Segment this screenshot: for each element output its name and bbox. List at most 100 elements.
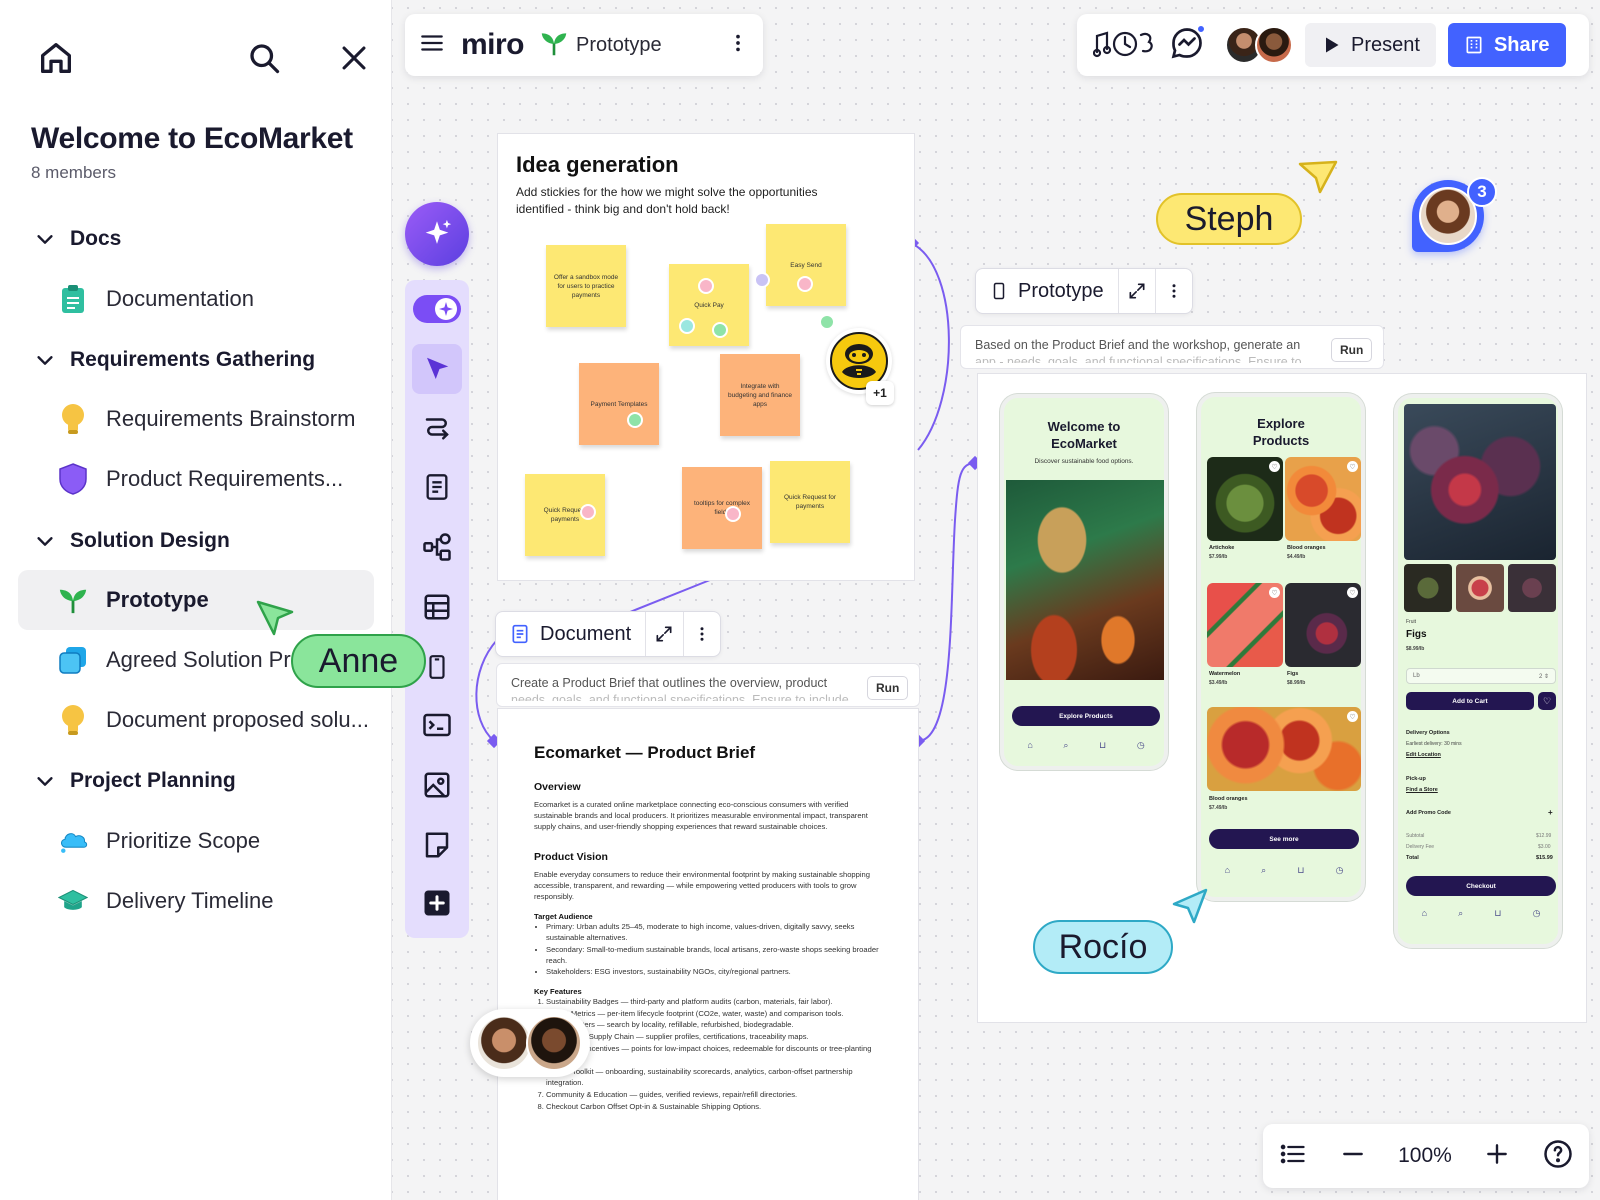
prototype-frame[interactable]: Welcome to EcoMarket Discover sustainabl… [977, 373, 1587, 1023]
close-icon[interactable] [330, 34, 378, 82]
search-icon[interactable]: ⌕ [1458, 908, 1464, 918]
thumbnail[interactable] [1404, 564, 1452, 612]
prototype-tool[interactable] [412, 642, 462, 692]
product-image[interactable] [1285, 457, 1361, 541]
ai-assist-button[interactable] [405, 202, 469, 266]
zoom-in-icon[interactable] [1484, 1141, 1510, 1172]
more-tools-button[interactable] [412, 878, 462, 928]
document-tool[interactable] [412, 462, 462, 512]
document-collaborators[interactable] [470, 1009, 590, 1077]
board-title[interactable]: Prototype [540, 29, 662, 62]
idea-generation-frame[interactable]: Idea generation Add stickies for the how… [497, 133, 915, 581]
edit-location-link[interactable]: Edit Location [1406, 752, 1441, 758]
more-vertical-icon[interactable] [683, 612, 720, 656]
welcome-screen[interactable]: Welcome to EcoMarket Discover sustainabl… [1000, 394, 1168, 770]
ai-toggle[interactable] [412, 284, 462, 334]
home-icon[interactable]: ⌂ [1224, 865, 1231, 875]
run-button[interactable]: Run [1331, 338, 1373, 362]
search-icon[interactable]: ⌕ [1063, 740, 1069, 750]
expand-icon[interactable] [646, 612, 683, 656]
sticky-note-tool[interactable] [412, 820, 462, 870]
section-project-planning[interactable]: Project Planning [34, 761, 236, 801]
product-image[interactable] [1285, 583, 1361, 667]
product-image[interactable] [1207, 583, 1283, 667]
section-docs[interactable]: Docs [34, 219, 121, 259]
sidebar-item-agreed-solution[interactable]: Agreed Solution Pro [18, 630, 374, 690]
expand-icon[interactable] [1118, 269, 1154, 313]
help-icon[interactable] [1543, 1139, 1573, 1174]
document-card-header[interactable]: Document [495, 611, 721, 657]
quantity-selector[interactable]: Lb 2 ⇕ [1406, 668, 1556, 684]
heart-icon[interactable]: ♡ [1347, 461, 1358, 472]
product-image[interactable] [1207, 457, 1283, 541]
add-to-cart-button[interactable]: Add to Cart [1406, 692, 1534, 710]
image-tool[interactable] [412, 760, 462, 810]
comment-avatar[interactable] [1412, 180, 1484, 252]
diagram-tool[interactable] [412, 522, 462, 572]
find-store-link[interactable]: Find a Store [1406, 787, 1438, 793]
sticky-note[interactable]: Offer a sandbox mode for users to practi… [546, 245, 626, 327]
document-prompt[interactable]: Create a Product Brief that outlines the… [496, 663, 920, 707]
checkout-button[interactable]: Checkout [1406, 876, 1556, 896]
table-tool[interactable] [412, 582, 462, 632]
sidebar-item-requirements-brainstorm[interactable]: Requirements Brainstorm [18, 389, 374, 449]
run-button[interactable]: Run [867, 676, 909, 700]
product-detail-screen[interactable]: Fruit Figs $8.99/lb Lb 2 ⇕ Add to Cart ♡… [1394, 394, 1562, 948]
promo-code-row[interactable]: Add Promo Code [1406, 810, 1451, 816]
mascot-avatar[interactable] [826, 328, 892, 394]
sidebar-item-documentation[interactable]: Documentation [18, 269, 374, 329]
sticky-note[interactable]: Quick Request for payments [770, 461, 850, 543]
section-solution-design[interactable]: Solution Design [34, 521, 230, 561]
list-icon[interactable] [1279, 1140, 1307, 1173]
menu-icon[interactable] [419, 30, 445, 61]
product-brief-document[interactable]: Ecomarket — Product Brief Overview Ecoma… [497, 708, 919, 1200]
reactions-timer-icon[interactable] [1092, 26, 1157, 65]
present-button[interactable]: Present [1305, 23, 1436, 67]
sidebar-item-document-proposed[interactable]: Document proposed solu... [18, 690, 374, 750]
product-image[interactable] [1207, 707, 1361, 791]
cart-icon[interactable]: ⊔ [1297, 865, 1305, 875]
history-icon[interactable]: ◷ [1335, 865, 1344, 875]
explore-screen[interactable]: Explore Products ♡ ♡ Artichoke $7.99/lb … [1197, 393, 1365, 901]
zoom-level[interactable]: 100% [1398, 1144, 1452, 1167]
heart-icon[interactable]: ♡ [1269, 461, 1280, 472]
home-icon[interactable]: ⌂ [1421, 908, 1428, 918]
sidebar-item-delivery-timeline[interactable]: Delivery Timeline [18, 871, 374, 931]
plus-icon[interactable]: + [1548, 808, 1553, 817]
sidebar-item-prototype[interactable]: Prototype [18, 570, 374, 630]
history-icon[interactable]: ◷ [1532, 908, 1541, 918]
thumbnail[interactable] [1508, 564, 1556, 612]
more-vertical-icon[interactable] [1156, 269, 1192, 313]
cart-icon[interactable]: ⊔ [1099, 740, 1107, 750]
select-tool[interactable] [412, 344, 462, 394]
sticky-note[interactable]: Integrate with budgeting and finance app… [720, 354, 800, 436]
prototype-card-header[interactable]: Prototype [975, 268, 1193, 314]
home-icon[interactable]: ⌂ [1027, 740, 1033, 750]
cart-icon[interactable]: ⊔ [1494, 908, 1502, 918]
explore-products-button[interactable]: Explore Products [1012, 706, 1160, 726]
extra-collaborators-count[interactable]: +1 [866, 381, 894, 405]
sticky-note[interactable]: tooltips for complex fields [682, 467, 762, 549]
share-button[interactable]: Share [1447, 23, 1566, 67]
heart-icon[interactable]: ♡ [1538, 692, 1556, 710]
home-icon[interactable] [32, 34, 80, 82]
search-icon[interactable] [240, 34, 288, 82]
slides-tool[interactable] [412, 700, 462, 750]
sidebar-item-product-requirements[interactable]: Product Requirements... [18, 449, 374, 509]
history-icon[interactable]: ◷ [1136, 740, 1145, 750]
prototype-prompt[interactable]: Based on the Product Brief and the works… [960, 325, 1384, 369]
collaborator-avatars[interactable] [1225, 26, 1293, 64]
sticky-note[interactable]: Easy Send [766, 224, 846, 306]
zoom-out-icon[interactable] [1340, 1141, 1366, 1172]
sticky-note[interactable]: Quick Pay [669, 264, 749, 346]
search-icon[interactable]: ⌕ [1261, 865, 1267, 875]
heart-icon[interactable]: ♡ [1269, 587, 1280, 598]
heart-icon[interactable]: ♡ [1347, 711, 1358, 722]
heart-icon[interactable]: ♡ [1347, 587, 1358, 598]
flow-tool[interactable] [412, 402, 462, 452]
thumbnail[interactable] [1456, 564, 1504, 612]
more-vertical-icon[interactable] [727, 32, 749, 59]
sticky-note[interactable]: Payment Templates [579, 363, 659, 445]
comments-icon[interactable] [1169, 23, 1206, 66]
see-more-button[interactable]: See more [1209, 829, 1359, 849]
